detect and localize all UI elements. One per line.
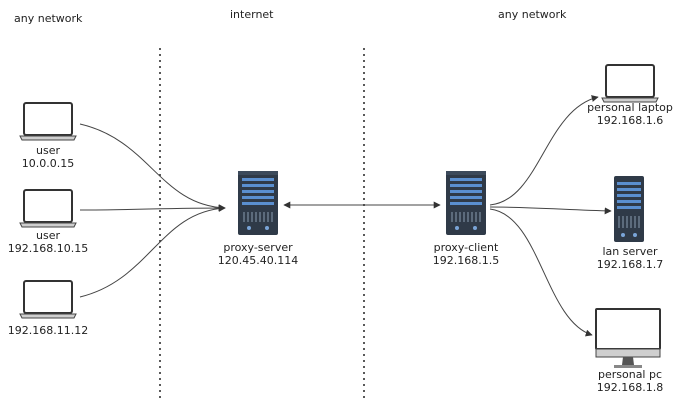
link-proxy-client-pc xyxy=(489,208,593,337)
link-user3-proxy-server xyxy=(79,204,226,298)
node-ip: 192.168.11.12 xyxy=(7,324,89,337)
node-label-user2: user 192.168.10.15 xyxy=(0,229,96,255)
link-user1-proxy-server xyxy=(79,123,226,212)
node-name: personal pc xyxy=(597,368,663,381)
monitor-icon xyxy=(595,308,661,369)
zone-label-left: any network xyxy=(14,12,83,25)
node-name: user xyxy=(36,144,60,157)
zone-label-middle: internet xyxy=(230,8,274,21)
node-label-user1: user 10.0.0.15 xyxy=(0,144,96,170)
node-label-proxy-client: proxy-client 192.168.1.5 xyxy=(416,241,516,267)
node-name: proxy-server xyxy=(223,241,293,254)
laptop-icon xyxy=(19,102,77,141)
node-name: personal laptop xyxy=(587,101,673,114)
node-label-proxy-server: proxy-server 120.45.40.114 xyxy=(208,241,308,267)
node-ip: 192.168.1.5 xyxy=(432,254,500,267)
server-icon xyxy=(238,171,278,235)
link-proxy-client-lan-server xyxy=(489,206,612,215)
node-name: proxy-client xyxy=(433,241,499,254)
server-icon xyxy=(614,176,644,242)
node-name: user xyxy=(36,229,60,242)
link-proxy-client-laptop xyxy=(489,95,599,206)
laptop-icon xyxy=(601,64,659,103)
node-ip: 192.168.10.15 xyxy=(7,242,89,255)
node-name: lan server xyxy=(602,245,658,258)
node-label-lan-server: lan server 192.168.1.7 xyxy=(578,245,682,271)
node-ip: 192.168.1.6 xyxy=(596,114,664,127)
node-ip: 120.45.40.114 xyxy=(217,254,299,267)
zone-label-right: any network xyxy=(498,8,567,21)
node-label-personal-laptop: personal laptop 192.168.1.6 xyxy=(578,101,682,127)
link-user2-proxy-server xyxy=(79,204,226,212)
server-icon xyxy=(446,171,486,235)
node-label-personal-pc: personal pc 192.168.1.8 xyxy=(578,368,682,394)
node-ip: 192.168.1.7 xyxy=(596,258,664,271)
node-label-user3: 192.168.11.12 xyxy=(0,324,96,337)
node-ip: 10.0.0.15 xyxy=(21,157,75,170)
laptop-icon xyxy=(19,280,77,319)
laptop-icon xyxy=(19,189,77,228)
node-ip: 192.168.1.8 xyxy=(596,381,664,394)
